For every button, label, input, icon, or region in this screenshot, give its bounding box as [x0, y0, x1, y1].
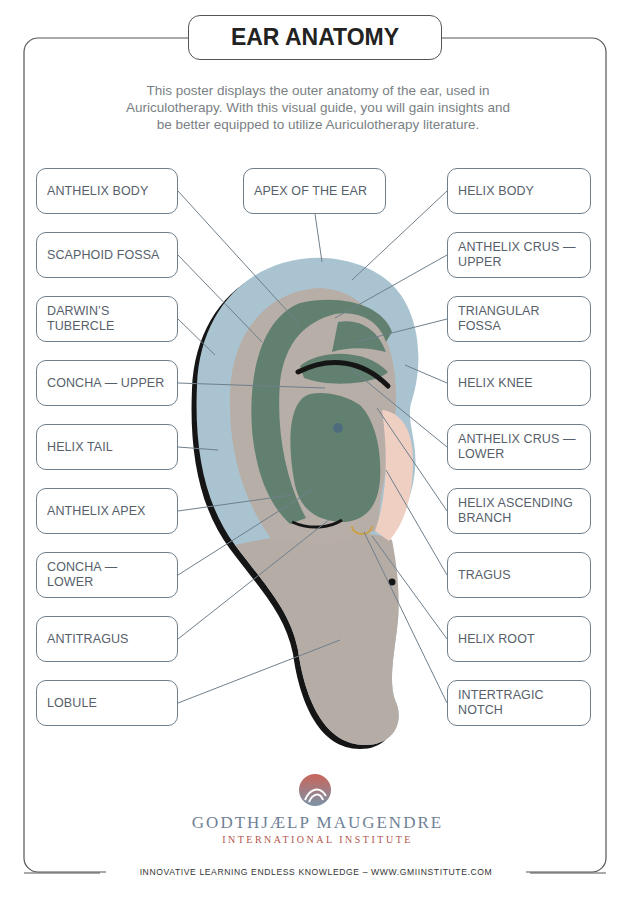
- part-name: HELIX KNEE: [458, 376, 533, 391]
- part-name: INTERTRAGIC NOTCH: [458, 688, 580, 718]
- part-name: HELIX TAIL: [47, 440, 113, 455]
- label-box: DARWIN’S TUBERCLE: [36, 296, 178, 342]
- part-name: TRAGUS: [458, 568, 511, 583]
- label-box: INTERTRAGIC NOTCH: [447, 680, 591, 726]
- label-box: LOBULE: [36, 680, 178, 726]
- label-box: ANTITRAGUS: [36, 616, 178, 662]
- part-name: CONCHA — UPPER: [47, 376, 164, 391]
- label-box: HELIX KNEE: [447, 360, 591, 406]
- label-box: HELIX ROOT: [447, 616, 591, 662]
- part-name: DARWIN’S TUBERCLE: [47, 304, 167, 334]
- logo-subtitle: INTERNATIONAL INSTITUTE: [120, 834, 515, 845]
- label-box: ANTHELIX CRUS — LOWER: [447, 424, 591, 470]
- label-box: CONCHA — LOWER: [36, 552, 178, 598]
- part-name: ANTHELIX BODY: [47, 184, 148, 199]
- label-box: HELIX ASCENDING BRANCH: [447, 488, 591, 534]
- label-box: APEX OF THE EAR: [243, 168, 386, 214]
- part-name: LOBULE: [47, 696, 97, 711]
- part-name: HELIX ROOT: [458, 632, 535, 647]
- label-box: ANTHELIX BODY: [36, 168, 178, 214]
- label-box: CONCHA — UPPER: [36, 360, 178, 406]
- part-name: ANTITRAGUS: [47, 632, 129, 647]
- part-name: ANTHELIX CRUS — LOWER: [458, 432, 580, 462]
- part-name: ANTHELIX CRUS — UPPER: [458, 240, 580, 270]
- label-box: TRIANGULAR FOSSA: [447, 296, 591, 342]
- part-name: CONCHA — LOWER: [47, 560, 167, 590]
- logo-name: GODTHJÆLP MAUGENDRE: [120, 813, 515, 833]
- part-name: TRIANGULAR FOSSA: [458, 304, 580, 334]
- part-name: SCAPHOID FOSSA: [47, 248, 160, 263]
- label-box: ANTHELIX APEX: [36, 488, 178, 534]
- footer-text: INNOVATIVE LEARNING ENDLESS KNOWLEDGE – …: [106, 867, 526, 877]
- part-name: HELIX ASCENDING BRANCH: [458, 496, 580, 526]
- label-box: SCAPHOID FOSSA: [36, 232, 178, 278]
- label-box: HELIX BODY: [447, 168, 591, 214]
- label-box: ANTHELIX CRUS — UPPER: [447, 232, 591, 278]
- part-name: HELIX BODY: [458, 184, 534, 199]
- part-name: APEX OF THE EAR: [254, 184, 367, 199]
- intro-text: This poster displays the outer anatomy o…: [118, 82, 518, 133]
- part-name: ANTHELIX APEX: [47, 504, 146, 519]
- title-box: EAR ANATOMY: [188, 15, 442, 60]
- label-box: HELIX TAIL: [36, 424, 178, 470]
- label-box: TRAGUS: [447, 552, 591, 598]
